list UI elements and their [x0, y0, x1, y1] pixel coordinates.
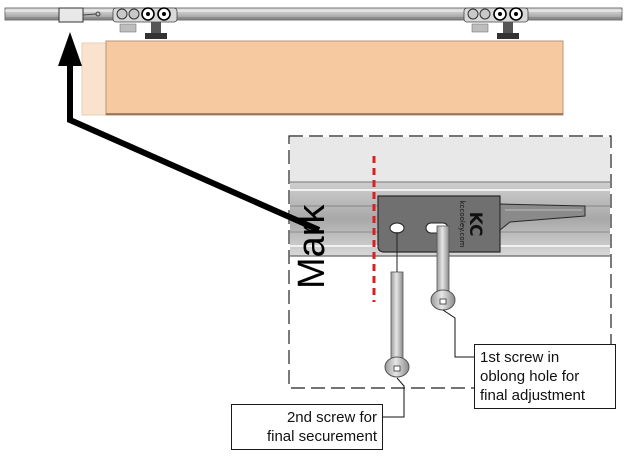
top-rail-assembly: [4, 7, 623, 39]
left-trolley: [112, 7, 178, 39]
mark-label: Mark: [291, 204, 333, 289]
door-panel: [105, 40, 564, 116]
first-screw-callout: 1st screw in oblong hole for final adjus…: [474, 344, 616, 409]
bracket-logo: KC kccooley.com: [458, 201, 485, 248]
second-screw-leader: [383, 377, 405, 418]
direction-arrow: [58, 32, 321, 233]
first-screw-leader: [442, 309, 474, 358]
round-hole: [389, 222, 405, 234]
first-screw: [430, 225, 456, 311]
svg-text:KC: KC: [465, 212, 485, 237]
end-stop: [58, 7, 101, 23]
svg-text:kccooley.com: kccooley.com: [458, 201, 466, 248]
second-screw: [384, 271, 410, 378]
second-screw-callout: 2nd screw for final securement: [231, 404, 383, 450]
right-trolley: [463, 7, 529, 39]
